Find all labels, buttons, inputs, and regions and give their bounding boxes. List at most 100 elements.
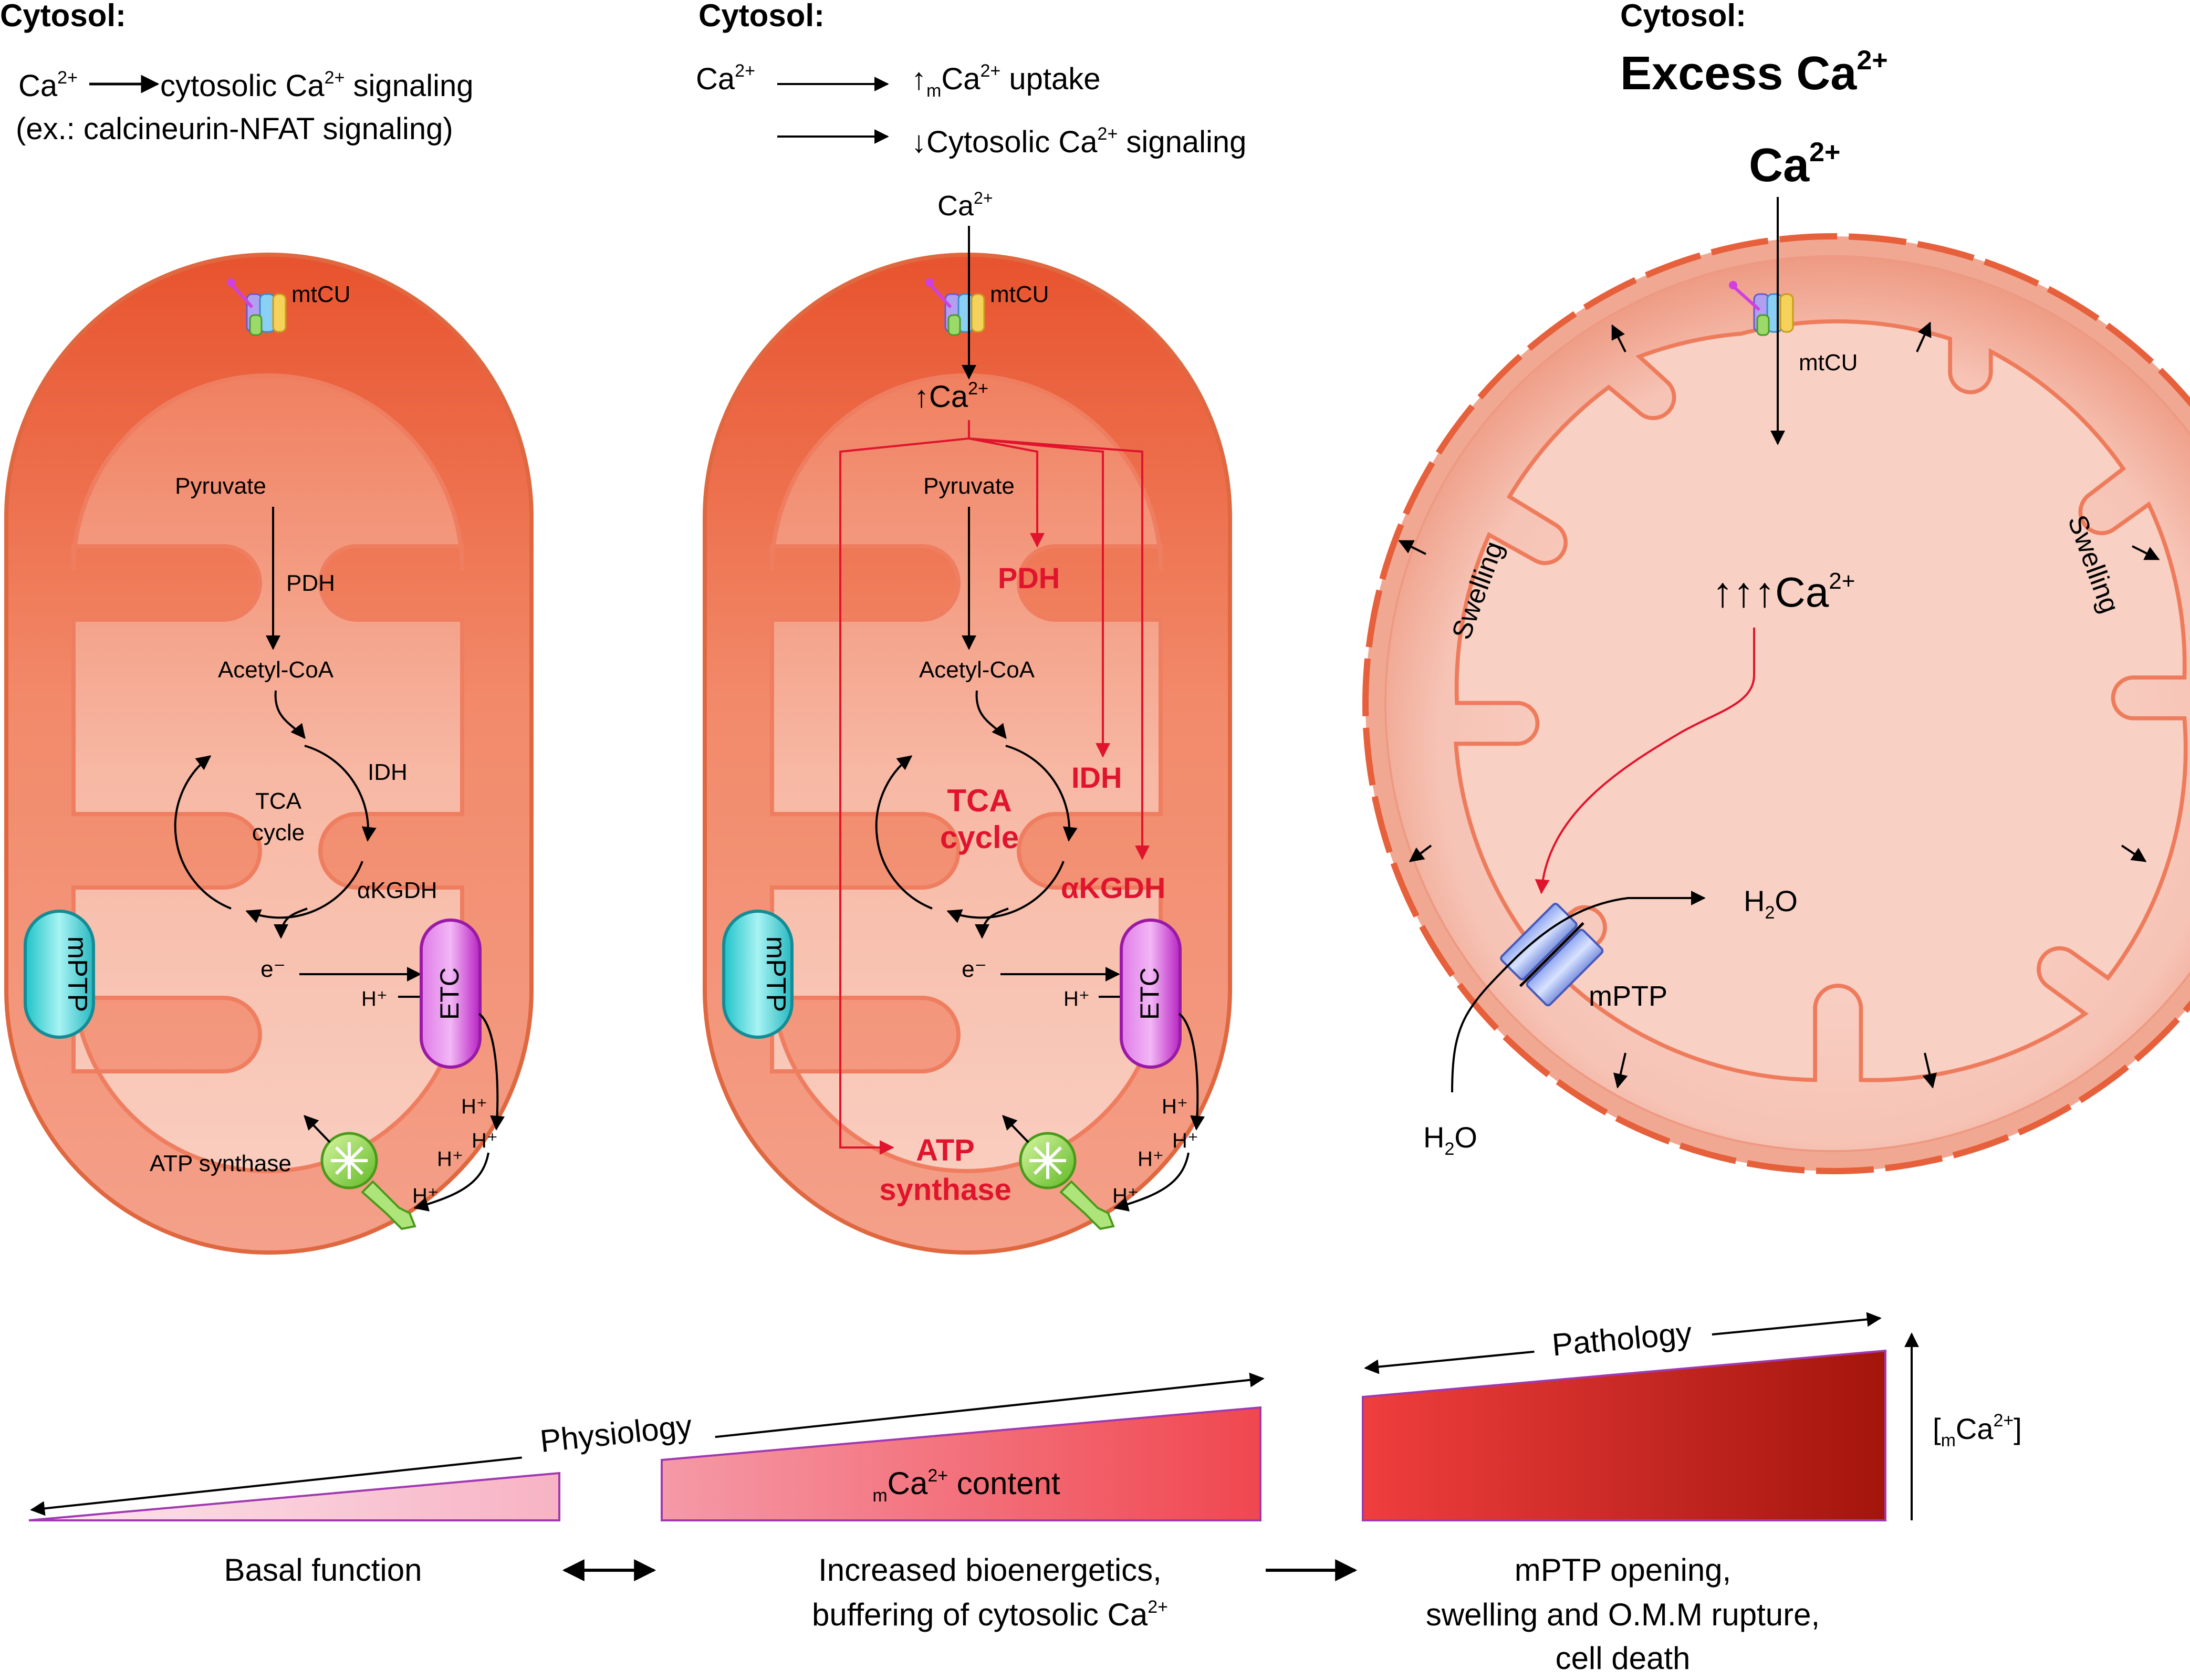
atp-out-arrow <box>304 1114 331 1143</box>
panel-excess: Cytosol: Excess Ca2+ Ca2+ mtCU ↑↑↑Ca2+ S… <box>1362 0 2190 1174</box>
acetyl-coa-2: Acetyl-CoA <box>919 657 1035 683</box>
wedge-basal <box>28 1472 560 1521</box>
content-label: mCa2+ content <box>872 1466 1060 1506</box>
akgdh: αKGDH <box>357 878 437 903</box>
tca-arc-1 <box>304 745 377 842</box>
h2o-in: H2O <box>1423 1121 1477 1159</box>
inner-membrane-2 <box>770 373 1163 1173</box>
water-flow-arrow <box>1451 891 1706 1093</box>
pdh: PDH <box>286 570 335 596</box>
panel1-example: (ex.: calcineurin-NFAT signaling) <box>16 112 453 146</box>
panel2-ca-top: Ca2+ <box>937 189 993 222</box>
wedge-pathology <box>1362 1349 1886 1521</box>
mptp-outcome-2: swelling and O.M.M rupture, <box>1426 1597 1820 1632</box>
e-minus: e⁻ <box>260 956 286 982</box>
acetyl-arrow-2 <box>975 690 1007 739</box>
swell-arrow-7 <box>1613 1052 1628 1089</box>
h-plus-1: H⁺ <box>361 987 388 1010</box>
swell-arrow-4 <box>2132 545 2160 560</box>
panel3-ca-big: Ca2+ <box>1749 137 1840 192</box>
idh: IDH <box>368 759 408 785</box>
swell-arrow-6 <box>2121 844 2147 862</box>
panel-increased: Cytosol: Ca2+ ↑mCa2+ uptake ↓Cytosolic C… <box>696 0 1246 1255</box>
atp-synthase-icon <box>320 1132 416 1230</box>
tca2-arc-3 <box>875 755 933 910</box>
akgdh-2: αKGDH <box>1061 871 1165 904</box>
electron-arrow <box>274 907 308 939</box>
etc-h-arrow-2 <box>1178 1013 1205 1131</box>
mptp-label: mPTP <box>62 936 92 1012</box>
red-arrow-akgdh <box>968 437 1150 860</box>
pathology-label-bg <box>1532 1310 1714 1368</box>
h-plus-2-1: H⁺ <box>1063 987 1090 1010</box>
inner-membrane-round <box>1454 319 2188 1082</box>
h-plus-3: H⁺ <box>472 1129 498 1152</box>
tca-cycle-label-2: cycle <box>940 820 1019 855</box>
mtcu-label-3: mtCU <box>1799 350 1858 375</box>
panel3-triple-ca: ↑↑↑Ca2+ <box>1712 568 1855 615</box>
electron-arrow-2 <box>975 907 1009 939</box>
panel3-header: Cytosol: <box>1620 0 1746 33</box>
tca-cycle-label: cycle <box>252 820 305 846</box>
red-arrow-mptp <box>1535 628 1755 894</box>
etc-complex-2 <box>1120 919 1182 1069</box>
inner-membrane <box>71 373 464 1173</box>
etc-h-arrow <box>478 1013 505 1131</box>
etc-label-2: ETC <box>1135 967 1164 1020</box>
atp-synthase-label: ATP synthase <box>150 1151 291 1176</box>
mtcu-label-2: mtCU <box>990 281 1049 307</box>
pyruvate-2: Pyruvate <box>923 473 1015 499</box>
red-arrow-atp <box>839 420 970 1155</box>
mptp-outcome-1: mPTP opening, <box>1515 1552 1731 1588</box>
acetyl-arrow <box>274 690 306 739</box>
mtcu-label: mtCU <box>291 281 350 307</box>
h-return-arrow <box>413 1152 489 1212</box>
increased-label-1: Increased bioenergetics, <box>818 1552 1162 1588</box>
panel2-header: Cytosol: <box>698 0 825 33</box>
synthase-label-2: synthase <box>879 1173 1011 1207</box>
wedge-increased <box>661 1406 1261 1521</box>
panel1-ca-label: Ca2+ <box>18 68 78 103</box>
tca2-arc-1 <box>1005 745 1078 842</box>
swell-arrow-8 <box>1922 1052 1937 1089</box>
idh-2: IDH <box>1071 761 1122 794</box>
etc-complex <box>420 919 482 1069</box>
mptp-label-2: mPTP <box>760 936 791 1012</box>
bottom-scale: Physiology mCa2+ content Pathology [mCa2… <box>28 1310 2022 1676</box>
h-plus-2: H⁺ <box>461 1095 487 1118</box>
e-minus-2: e⁻ <box>962 956 987 982</box>
panel2-cytosolic-text: ↓Cytosolic Ca2+ signaling <box>911 124 1246 159</box>
tca-arc-3 <box>174 755 232 910</box>
axis-label: [mCa2+] <box>1933 1411 2022 1451</box>
h-plus-2-2: H⁺ <box>1162 1095 1188 1118</box>
tca-label: TCA <box>255 788 302 814</box>
h-return-arrow-2 <box>1113 1152 1190 1212</box>
h2o-out: H2O <box>1744 884 1798 923</box>
swell-arrow-5 <box>1409 844 1432 862</box>
panel2-uptake-text: ↑mCa2+ uptake <box>911 61 1101 101</box>
pyruvate: Pyruvate <box>175 473 266 499</box>
mptp-outcome-3: cell death <box>1556 1641 1691 1676</box>
etc-label: ETC <box>435 967 464 1020</box>
panel1-header: Cytosol: <box>0 0 126 33</box>
h-plus-4: H⁺ <box>437 1147 463 1171</box>
tca-label-2: TCA <box>947 783 1011 818</box>
h-plus-2-3: H⁺ <box>1172 1129 1198 1152</box>
h-plus-2-4: H⁺ <box>1138 1147 1164 1171</box>
atp-out-arrow-2 <box>1002 1114 1029 1143</box>
mptp-capsule-2 <box>722 910 794 1039</box>
panel-basal: Cytosol: Ca2+ cytosolic Ca2+ signaling (… <box>0 0 534 1255</box>
swell-arrow-1 <box>1611 324 1626 352</box>
mptp-pore-icon <box>1500 903 1604 1007</box>
atp-synthase-icon-2 <box>1019 1132 1115 1230</box>
basal-label: Basal function <box>224 1552 422 1588</box>
panel2-up-ca: ↑Ca2+ <box>914 379 988 414</box>
pdh-2: PDH <box>998 561 1060 594</box>
panel1-signal-text: cytosolic Ca2+ signaling <box>160 68 473 103</box>
tca2-arc-2 <box>946 861 1065 923</box>
red-arrow-pdh <box>968 437 1045 548</box>
mptp-label-3: mPTP <box>1589 980 1667 1012</box>
swell-arrow-2 <box>1916 321 1932 352</box>
